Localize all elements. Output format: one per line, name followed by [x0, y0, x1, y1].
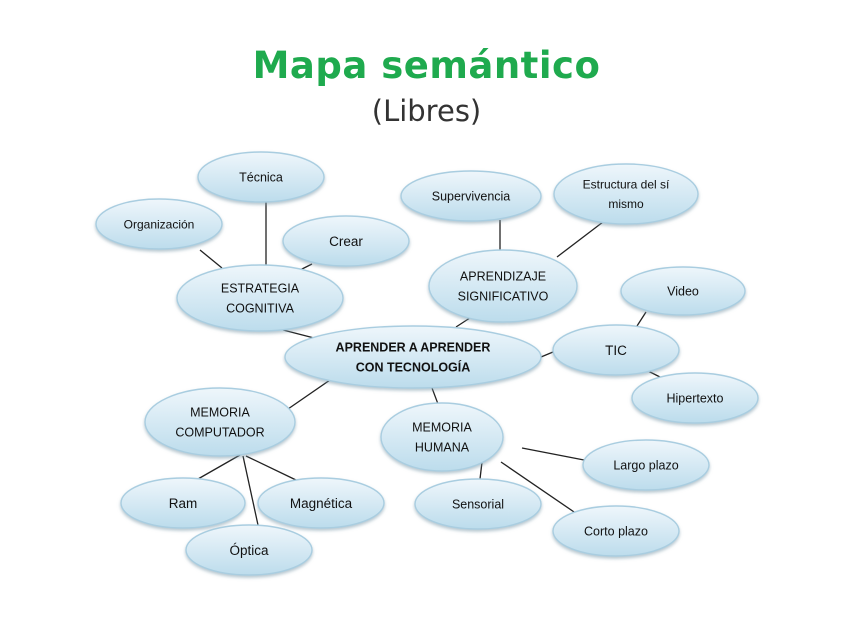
node-bubble [400, 170, 542, 222]
node-bubble [428, 249, 578, 323]
node-aprendizaje: APRENDIZAJE SIGNIFICATIVO [428, 249, 578, 323]
node-label: HUMANA [415, 441, 470, 455]
node-label: Corto plazo [584, 525, 648, 539]
node-sensorial: Sensorial [414, 478, 542, 530]
node-bubble [414, 478, 542, 530]
node-bubble [380, 402, 504, 472]
node-crear: Crear [282, 215, 410, 267]
node-label: Supervivencia [432, 190, 511, 204]
node-bubble [582, 439, 710, 491]
node-label: Magnética [290, 496, 353, 511]
node-label: Largo plazo [613, 459, 678, 473]
node-label: Crear [329, 234, 363, 249]
node-label: Estructura del sí [583, 178, 670, 192]
node-label: APRENDIZAJE [460, 270, 546, 284]
node-memoria-humana: MEMORIA HUMANA [380, 402, 504, 472]
connector-line [287, 379, 331, 410]
node-corto-plazo: Corto plazo [552, 505, 680, 557]
connector-line [199, 249, 223, 269]
node-label: CON TECNOLOGÍA [356, 360, 471, 375]
node-ram: Ram [120, 477, 246, 529]
node-label: APRENDER A APRENDER [336, 341, 491, 355]
node-label: MEMORIA [412, 421, 472, 435]
node-label: Óptica [229, 543, 269, 558]
node-supervivencia: Supervivencia [400, 170, 542, 222]
node-label: Organización [124, 217, 195, 231]
node-estrategia: ESTRATEGIA COGNITIVA [176, 264, 344, 332]
node-bubble [282, 215, 410, 267]
connector-line [521, 447, 585, 461]
node-bubble [631, 372, 759, 424]
connector-line [556, 221, 604, 258]
node-bubble [552, 505, 680, 557]
node-center: APRENDER A APRENDER CON TECNOLOGÍA [284, 325, 542, 389]
page-title: Mapa semántico [252, 44, 601, 87]
node-bubble [552, 324, 680, 376]
node-optica: Óptica [185, 524, 313, 576]
connector-line [431, 387, 439, 405]
connector-line [242, 455, 259, 526]
concept-nodes: APRENDER A APRENDER CON TECNOLOGÍA ESTRATE… [95, 151, 759, 576]
node-magnetica: Magnética [257, 477, 385, 529]
connector-line [500, 461, 578, 515]
node-label: ESTRATEGIA [221, 282, 300, 296]
node-bubble [257, 477, 385, 529]
node-label: Ram [169, 496, 198, 511]
node-organizacion: Organización [95, 198, 223, 250]
node-bubble [185, 524, 313, 576]
connector-line [197, 454, 241, 480]
node-label: COMPUTADOR [175, 426, 264, 440]
node-video: Video [620, 266, 746, 316]
node-label: Hipertexto [667, 392, 724, 406]
node-bubble [120, 477, 246, 529]
node-label: SIGNIFICATIVO [458, 290, 549, 304]
node-memoria-computador: MEMORIA COMPUTADOR [144, 387, 296, 457]
node-bubble [95, 198, 223, 250]
node-bubble [197, 151, 325, 203]
node-tic: TIC [552, 324, 680, 376]
connector-line [245, 455, 297, 481]
node-label: COGNITIVA [226, 302, 294, 316]
connector-line [479, 461, 483, 480]
node-estructura: Estructura del sí mismo [553, 163, 699, 225]
connector-line [540, 351, 554, 358]
node-bubble [284, 325, 542, 389]
node-label: Video [667, 285, 699, 299]
node-hipertexto: Hipertexto [631, 372, 759, 424]
node-label: mismo [608, 197, 644, 211]
node-bubble [176, 264, 344, 332]
connector-line [636, 311, 647, 327]
node-tecnica: Técnica [197, 151, 325, 203]
node-label: TIC [605, 343, 627, 358]
node-label: Técnica [239, 171, 283, 185]
node-largo-plazo: Largo plazo [582, 439, 710, 491]
node-bubble [620, 266, 746, 316]
node-bubble [144, 387, 296, 457]
node-label: Sensorial [452, 498, 504, 512]
node-label: MEMORIA [190, 406, 250, 420]
node-bubble [553, 163, 699, 225]
page-subtitle: (Libres) [371, 94, 482, 128]
